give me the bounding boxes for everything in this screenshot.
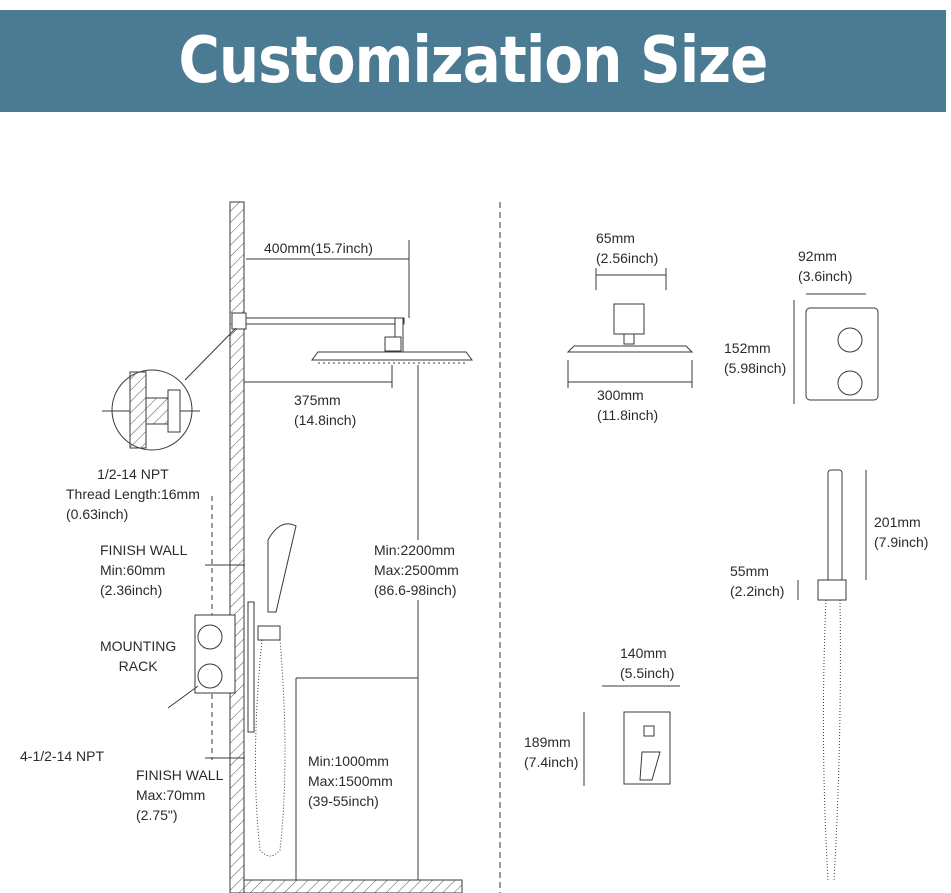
hose-right (822, 599, 841, 881)
valve-box-height-label: 152mm (5.98inch) (724, 338, 786, 378)
valve-width-inch: (3.6inch) (798, 268, 853, 284)
head-width-inch: (11.8inch) (597, 407, 659, 423)
handheld-length-inch: (7.9inch) (874, 534, 929, 550)
head-offset-label: 375mm (14.8inch) (294, 390, 356, 430)
finish-wall-min: Min:60mm (100, 562, 166, 578)
handheld-length-label: 201mm (7.9inch) (874, 512, 928, 552)
finish-wall-max-inch: (2.75") (136, 807, 178, 823)
arm-connector (384, 336, 402, 352)
floor (243, 879, 463, 893)
thread-length: Thread Length:16mm (66, 486, 200, 502)
handheld-length-mm: 201mm (874, 514, 921, 530)
mounting-rack-label: MOUNTING RACK (100, 636, 176, 676)
holder-inch: (2.2inch) (730, 583, 785, 599)
arm-block-inch: (2.56inch) (596, 250, 659, 266)
finish-wall-min-inch: (2.36inch) (100, 582, 163, 598)
valve-height-max: Max:1500mm (308, 773, 393, 789)
holder (817, 579, 847, 601)
plate-height-mm: 189mm (524, 734, 571, 750)
valve-width-label: 92mm (3.6inch) (798, 246, 852, 286)
rack-word: RACK (118, 658, 158, 674)
title-banner: Customization Size (0, 10, 946, 112)
npt-inlet-label: 4-1/2-14 NPT (20, 748, 105, 764)
head-height-max: Max:2500mm (374, 562, 459, 578)
head-offset-mm: 375mm (294, 392, 341, 408)
shower-arm (245, 317, 405, 325)
rain-head-front (566, 345, 694, 353)
handheld-right (827, 469, 843, 583)
head-height-min: Min:2200mm (374, 542, 455, 558)
wall (229, 201, 245, 893)
finish-wall-title: FINISH WALL (100, 542, 188, 558)
arm-length-label: 400mm(15.7inch) (264, 240, 373, 256)
banner-title: Customization Size (178, 24, 769, 98)
valve-height-label: Min:1000mm Max:1500mm (39-55inch) (308, 751, 393, 811)
npt-thread-label: 1/2-14 NPT Thread Length:16mm (0.63inch) (66, 464, 200, 524)
thread-length-inch: (0.63inch) (66, 506, 129, 522)
arm-block (613, 303, 645, 335)
plate-width-mm: 140mm (620, 645, 667, 661)
npt-size: 1/2-14 NPT (97, 466, 169, 482)
handheld-spray (267, 523, 297, 613)
head-width-label: 300mm (11.8inch) (597, 385, 658, 425)
head-height-label: Min:2200mm Max:2500mm (86.6-98inch) (374, 540, 459, 600)
plate-height-inch: (7.4inch) (524, 754, 579, 770)
arm-block-mm: 65mm (596, 230, 635, 246)
finish-wall-max: Max:70mm (136, 787, 206, 803)
head-offset-inch: (14.8inch) (294, 412, 357, 428)
arm-block-label: 65mm (2.56inch) (596, 228, 658, 268)
valve-height-inch: (39-55inch) (308, 793, 379, 809)
head-height-inch: (86.6-98inch) (374, 582, 457, 598)
wall-flange (231, 312, 247, 330)
plate-width-label: 140mm (5.5inch) (620, 643, 674, 683)
head-width-mm: 300mm (597, 387, 644, 403)
plate-height-label: 189mm (7.4inch) (524, 732, 578, 772)
hose (254, 639, 286, 857)
valve-box-height-mm: 152mm (724, 340, 771, 356)
plate-width-inch: (5.5inch) (620, 665, 675, 681)
rain-head (311, 351, 473, 361)
valve-height-min: Min:1000mm (308, 753, 389, 769)
holder-label: 55mm (2.2inch) (730, 561, 784, 601)
finish-wall-min-label: FINISH WALL Min:60mm (2.36inch) (100, 540, 187, 600)
holder-mm: 55mm (730, 563, 769, 579)
finish-wall-title-2: FINISH WALL (136, 767, 224, 783)
mounting-word: MOUNTING (100, 638, 177, 654)
finish-wall-max-label: FINISH WALL Max:70mm (2.75") (136, 765, 223, 825)
valve-box-height-inch: (5.98inch) (724, 360, 787, 376)
valve-width-mm: 92mm (798, 248, 837, 264)
